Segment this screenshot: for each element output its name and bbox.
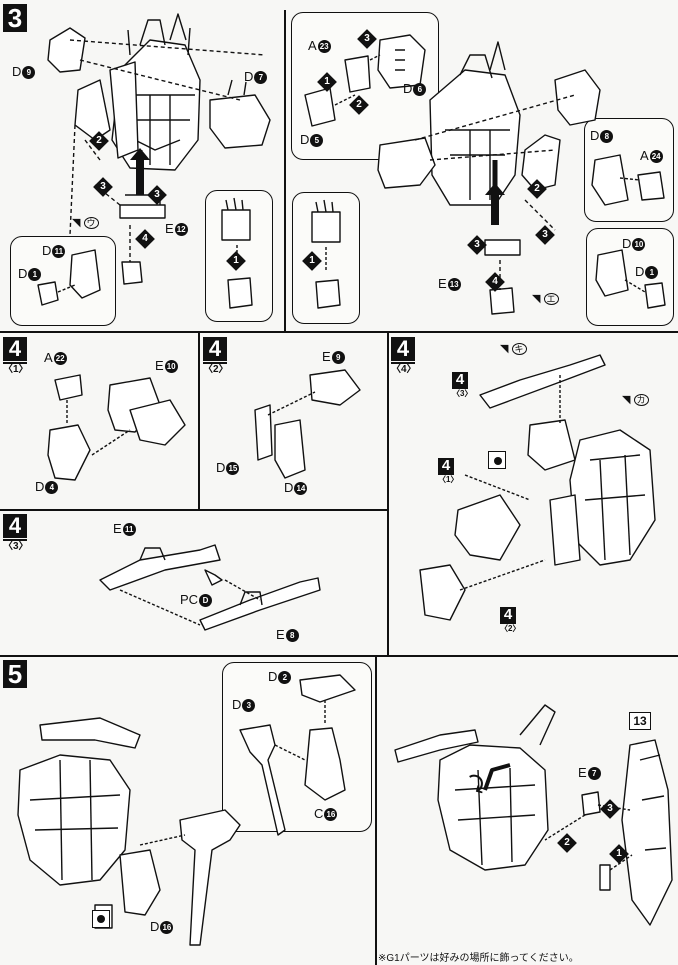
step3-d8-a24-detail	[591, 154, 665, 206]
order-marker: 3	[357, 29, 377, 49]
step5-left-art	[17, 717, 241, 946]
step-4-2-number: 4	[203, 337, 227, 361]
order-marker: 1	[226, 251, 246, 271]
step5-d2-d3-c16-detail	[239, 674, 356, 836]
step3-left-foot-detail	[221, 197, 253, 309]
order-marker: 3	[93, 177, 113, 197]
step-4-3-header: 4 〈3〉	[3, 514, 29, 553]
ref-step-4-3: 4 〈3〉	[452, 371, 473, 398]
order-marker: 1	[609, 844, 629, 864]
step-4-2-header: 4 〈2〉	[203, 337, 229, 376]
divider-step4-col2	[387, 331, 389, 655]
divider-step3-columns	[284, 10, 286, 332]
step-5-number: 5	[3, 660, 27, 688]
step-4-2-sub: 〈2〉	[203, 362, 229, 375]
order-marker: 2	[349, 95, 369, 115]
step-4-1-number: 4	[3, 337, 27, 361]
box-13-label: 13	[629, 712, 651, 730]
step-4-4-sub: 〈4〉	[391, 362, 417, 375]
step5-right-art	[394, 704, 673, 926]
step-4-1-sub: 〈1〉	[3, 362, 29, 375]
step-4-3-sub: 〈3〉	[3, 539, 29, 552]
step3-a23-d6-detail	[304, 34, 426, 127]
ref-step-4-1: 4 〈1〉	[438, 457, 459, 484]
sticker-marker-ka: ◥ カ	[622, 393, 649, 406]
step3-d10-d1-detail	[595, 249, 666, 309]
divider-step4-row	[0, 509, 388, 511]
order-marker: 2	[557, 833, 577, 853]
footer-note: ※G1パーツは好みの場所に飾ってください。	[378, 953, 579, 964]
step4-2-art	[254, 369, 361, 479]
divider-step5-columns	[375, 655, 377, 965]
step4-3-art	[99, 544, 321, 631]
step3-d11-d1-detail	[37, 249, 101, 306]
step-3-number: 3	[3, 4, 27, 32]
step3-right-foot-detail	[311, 199, 341, 309]
marking-seal-icon	[488, 451, 506, 469]
sticker-marker-ki: ◥ キ	[500, 342, 527, 355]
step-4-4-header: 4 〈4〉	[391, 337, 417, 376]
step3-left-torso	[47, 13, 271, 285]
divider-step3-step4	[0, 331, 678, 333]
order-marker: 3	[467, 235, 487, 255]
order-marker: 2	[89, 131, 109, 151]
sticker-marker-wa: ◥ ウ	[72, 216, 99, 229]
step-4-4-number: 4	[391, 337, 415, 361]
step-4-3-number: 4	[3, 514, 27, 538]
divider-step4-col1	[198, 331, 200, 509]
step4-4-art	[419, 354, 656, 621]
order-marker: 1	[317, 72, 337, 92]
ref-step-4-2: 4 〈2〉	[500, 606, 521, 633]
sticker-marker-e: ◥ エ	[532, 292, 559, 305]
step-4-1-header: 4 〈1〉	[3, 337, 29, 376]
order-marker: 3	[535, 225, 555, 245]
divider-step4-step5	[0, 655, 678, 657]
order-marker: 4	[485, 272, 505, 292]
order-marker: 2	[527, 179, 547, 199]
step4-1-art	[47, 374, 186, 481]
order-marker: 4	[135, 229, 155, 249]
order-marker: 3	[147, 185, 167, 205]
order-marker: 1	[302, 251, 322, 271]
marking-seal-icon	[92, 910, 110, 928]
order-marker: 3	[600, 799, 620, 819]
